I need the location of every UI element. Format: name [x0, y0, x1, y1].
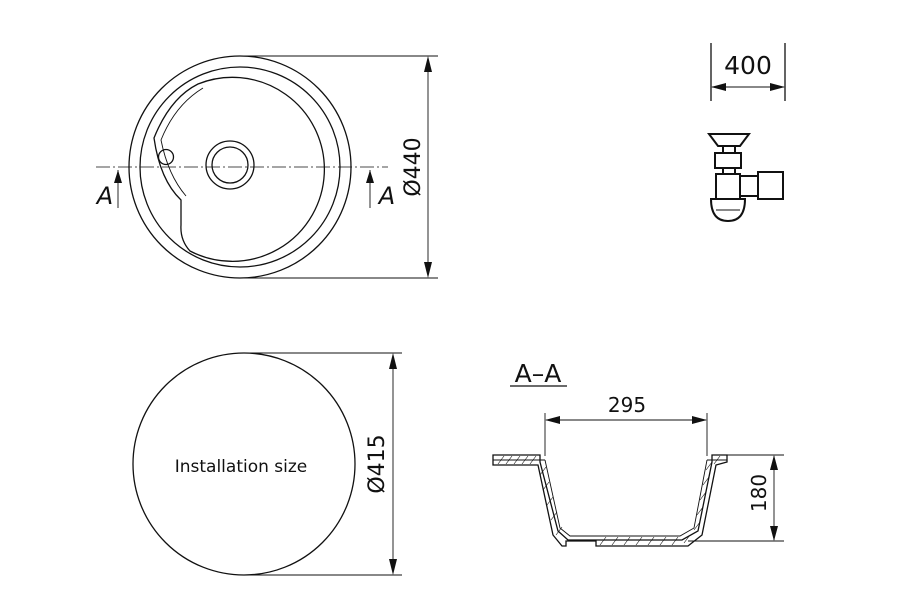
- drain-inner: [211, 146, 249, 184]
- installation-size-view: Installation size Ø415: [132, 352, 402, 576]
- section-title: A–A: [515, 359, 562, 388]
- tap-hole: [157, 148, 175, 166]
- installation-caption: Installation size: [175, 457, 308, 477]
- arrow-up: [424, 56, 432, 72]
- diameter-label-415: Ø415: [365, 434, 390, 493]
- section-hatching: [497, 455, 721, 546]
- section-outer-contour: [492, 454, 728, 547]
- section-arrow-right: [692, 416, 707, 424]
- sink-top-view: Ø440 A A: [95, 55, 438, 279]
- section-inner-contour: [544, 459, 708, 537]
- section-mark-left: A: [95, 182, 113, 210]
- section-arrow-left: [545, 416, 560, 424]
- section-mark-left-arrow: [114, 170, 122, 183]
- bowl-outline: [153, 76, 326, 262]
- depth-arrow-up: [770, 455, 778, 470]
- install-arrow-down: [389, 559, 397, 575]
- section-mark-right-arrow: [366, 170, 374, 183]
- drain-outer: [205, 140, 255, 190]
- depth-label: 180: [747, 474, 771, 512]
- depth-arrow-down: [770, 526, 778, 541]
- width-arrow-left: [711, 83, 726, 91]
- width-dimension: 400: [710, 43, 786, 101]
- section-mark-right: A: [377, 182, 395, 210]
- width-label: 400: [724, 51, 772, 80]
- width-arrow-right: [770, 83, 785, 91]
- siphon-icon: [707, 133, 784, 223]
- section-width-label: 295: [608, 393, 646, 417]
- section-a-a: A–A 295: [492, 359, 784, 547]
- bowl-inner-wing: [160, 87, 204, 197]
- diameter-label-440: Ø440: [401, 137, 426, 196]
- install-arrow-up: [389, 353, 397, 369]
- arrow-down: [424, 262, 432, 278]
